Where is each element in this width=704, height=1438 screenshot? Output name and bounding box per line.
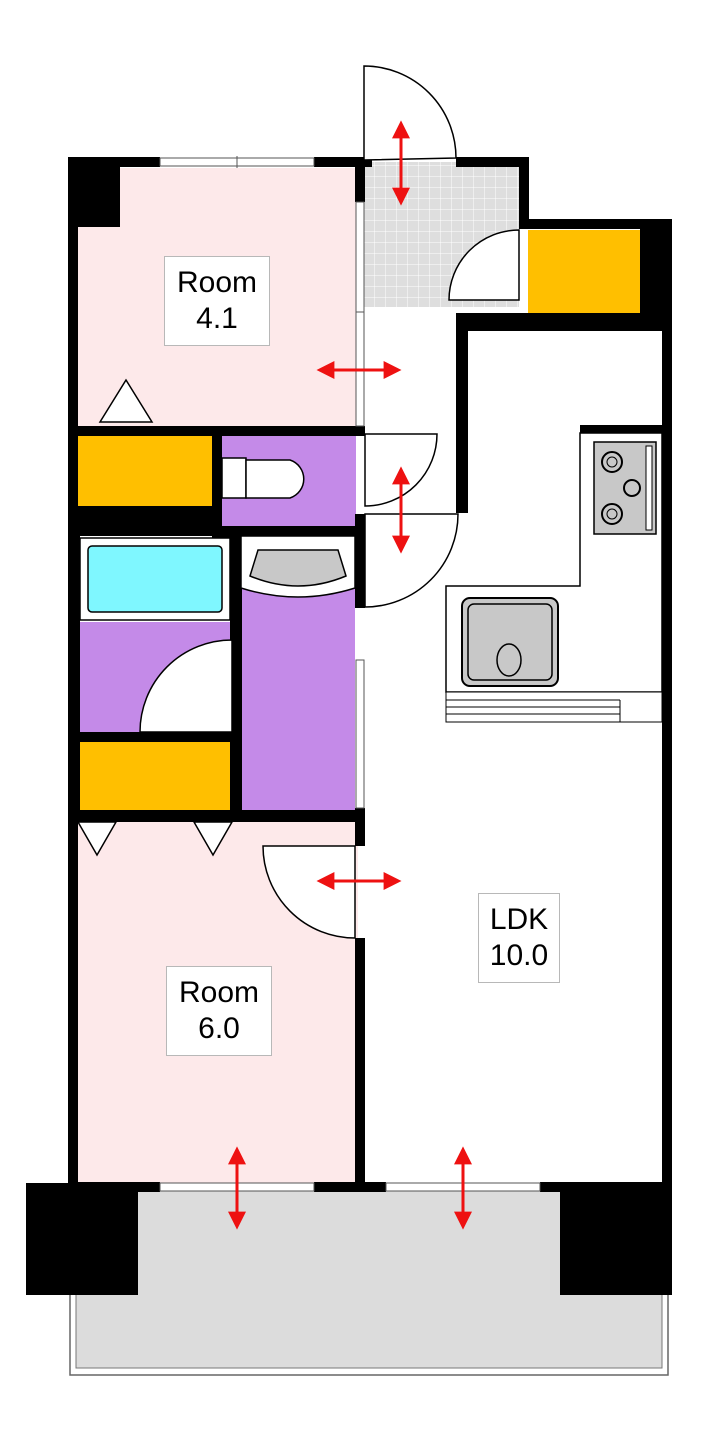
room-name: LDK [489, 903, 549, 936]
room-size: 6.0 [198, 1012, 240, 1045]
room-label-6-0: Room 6.0 [166, 966, 272, 1056]
closet-1-floor [78, 434, 212, 508]
kitchen-sink-icon [461, 597, 559, 687]
closet-2-floor [78, 742, 233, 812]
walls [68, 157, 672, 1192]
room-name: Room [178, 976, 260, 1009]
entrance-closet-floor [528, 230, 662, 322]
room-size: 4.1 [196, 302, 238, 335]
balcony [26, 1183, 672, 1376]
closet-folding-door-icon [76, 378, 234, 857]
room-label-ldk: LDK 10.0 [478, 893, 560, 983]
bathtub-icon [79, 537, 231, 621]
washbasin-icon [240, 535, 356, 598]
toilet-icon [221, 457, 305, 499]
room-name: Room [176, 266, 258, 299]
ventilation-arrow-icon [228, 120, 472, 1230]
gas-stove-icon [593, 441, 657, 535]
door-swing-icon [139, 65, 520, 939]
room-label-4-1: Room 4.1 [164, 256, 270, 346]
room-size: 10.0 [489, 939, 549, 972]
